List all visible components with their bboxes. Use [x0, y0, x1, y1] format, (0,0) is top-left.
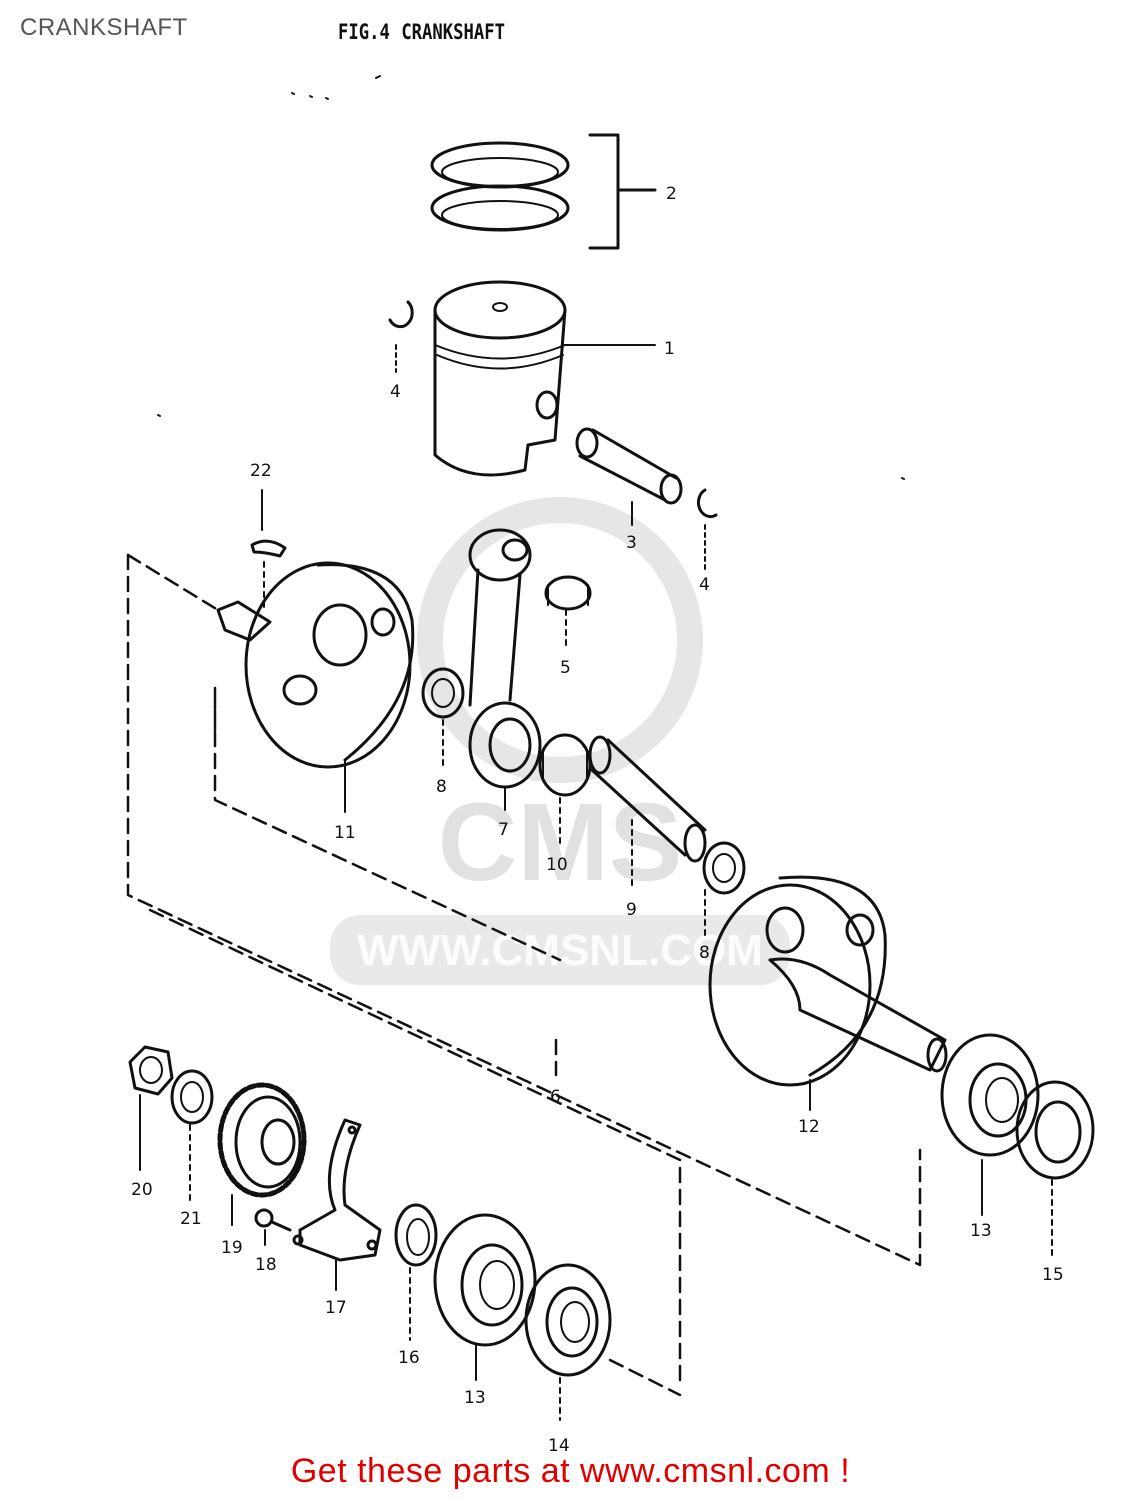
- thrust-washer-right: [702, 841, 746, 936]
- callout-8: 8: [699, 943, 710, 963]
- callout-12: 12: [798, 1117, 820, 1137]
- watermark-banner: [330, 915, 790, 985]
- woodruff-key: [250, 489, 287, 611]
- crank-pin: [588, 735, 707, 891]
- left-crank-half: [216, 561, 415, 813]
- figure-name: CRANKSHAFT: [401, 20, 505, 44]
- connecting-rod: [468, 528, 542, 811]
- callout-18: 18: [255, 1255, 277, 1275]
- figure-number: FIG.4: [338, 20, 390, 44]
- callout-7: 7: [498, 820, 509, 840]
- callout-15: 15: [1042, 1265, 1064, 1285]
- callout-4: 4: [699, 575, 710, 595]
- right-crank-half: [708, 875, 948, 1111]
- piston-pin: [575, 427, 683, 526]
- thrust-washer-left: [421, 667, 465, 766]
- callout-8: 8: [436, 777, 447, 797]
- nut: [128, 1045, 174, 1171]
- callout-9: 9: [626, 900, 637, 920]
- callout-22: 22: [250, 461, 272, 481]
- callout-6: 6: [550, 1087, 561, 1107]
- watermark-url: WWW.CMSNL.COM: [357, 926, 763, 975]
- bolt: [254, 1208, 292, 1246]
- callout-3: 3: [626, 533, 637, 553]
- callout-1: 1: [664, 339, 675, 359]
- figure-title: FIG.4 CRANKSHAFT: [338, 20, 505, 44]
- callout-20: 20: [131, 1180, 153, 1200]
- main-bearing-left: [433, 1213, 537, 1381]
- retainer-plate: [292, 1118, 382, 1291]
- scan-specks: [157, 75, 905, 480]
- callout-13: 13: [464, 1388, 486, 1408]
- callout-21: 21: [180, 1209, 202, 1229]
- circlip-left: [388, 300, 414, 373]
- big-end-bearing: [538, 733, 592, 846]
- callout-2: 2: [666, 184, 677, 204]
- oil-seal-left: [524, 1263, 612, 1421]
- callout-17: 17: [325, 1298, 347, 1318]
- callout-4: 4: [390, 382, 401, 402]
- circlip-right: [696, 488, 718, 571]
- watermark: CMS WWW.CMSNL.COM: [330, 497, 790, 985]
- piston-rings: [430, 133, 657, 250]
- main-bearing-right: [940, 1033, 1040, 1216]
- oil-seal-right: [1015, 1080, 1095, 1256]
- small-end-bearing: [544, 575, 592, 651]
- page-label: CRANKSHAFT: [20, 14, 188, 41]
- primary-drive-gear: [217, 1082, 307, 1226]
- callout-5: 5: [560, 658, 571, 678]
- watermark-logo-head: [417, 497, 703, 783]
- callout-14: 14: [548, 1436, 570, 1456]
- lock-washer: [170, 1069, 214, 1201]
- shim: [394, 1203, 438, 1341]
- callouts: 2 1 4 3 4 22 5 8 7 11 10 9 8 6 12 13 15 …: [131, 184, 1064, 1456]
- footer-promo-text: Get these parts at www.cmsnl.com !: [290, 1452, 851, 1490]
- callout-13: 13: [970, 1221, 992, 1241]
- piston: [433, 280, 656, 477]
- callout-19: 19: [221, 1238, 243, 1258]
- callout-11: 11: [334, 823, 356, 843]
- callout-16: 16: [398, 1348, 420, 1368]
- assembly-bracket: [126, 553, 922, 1397]
- callout-10: 10: [546, 855, 568, 875]
